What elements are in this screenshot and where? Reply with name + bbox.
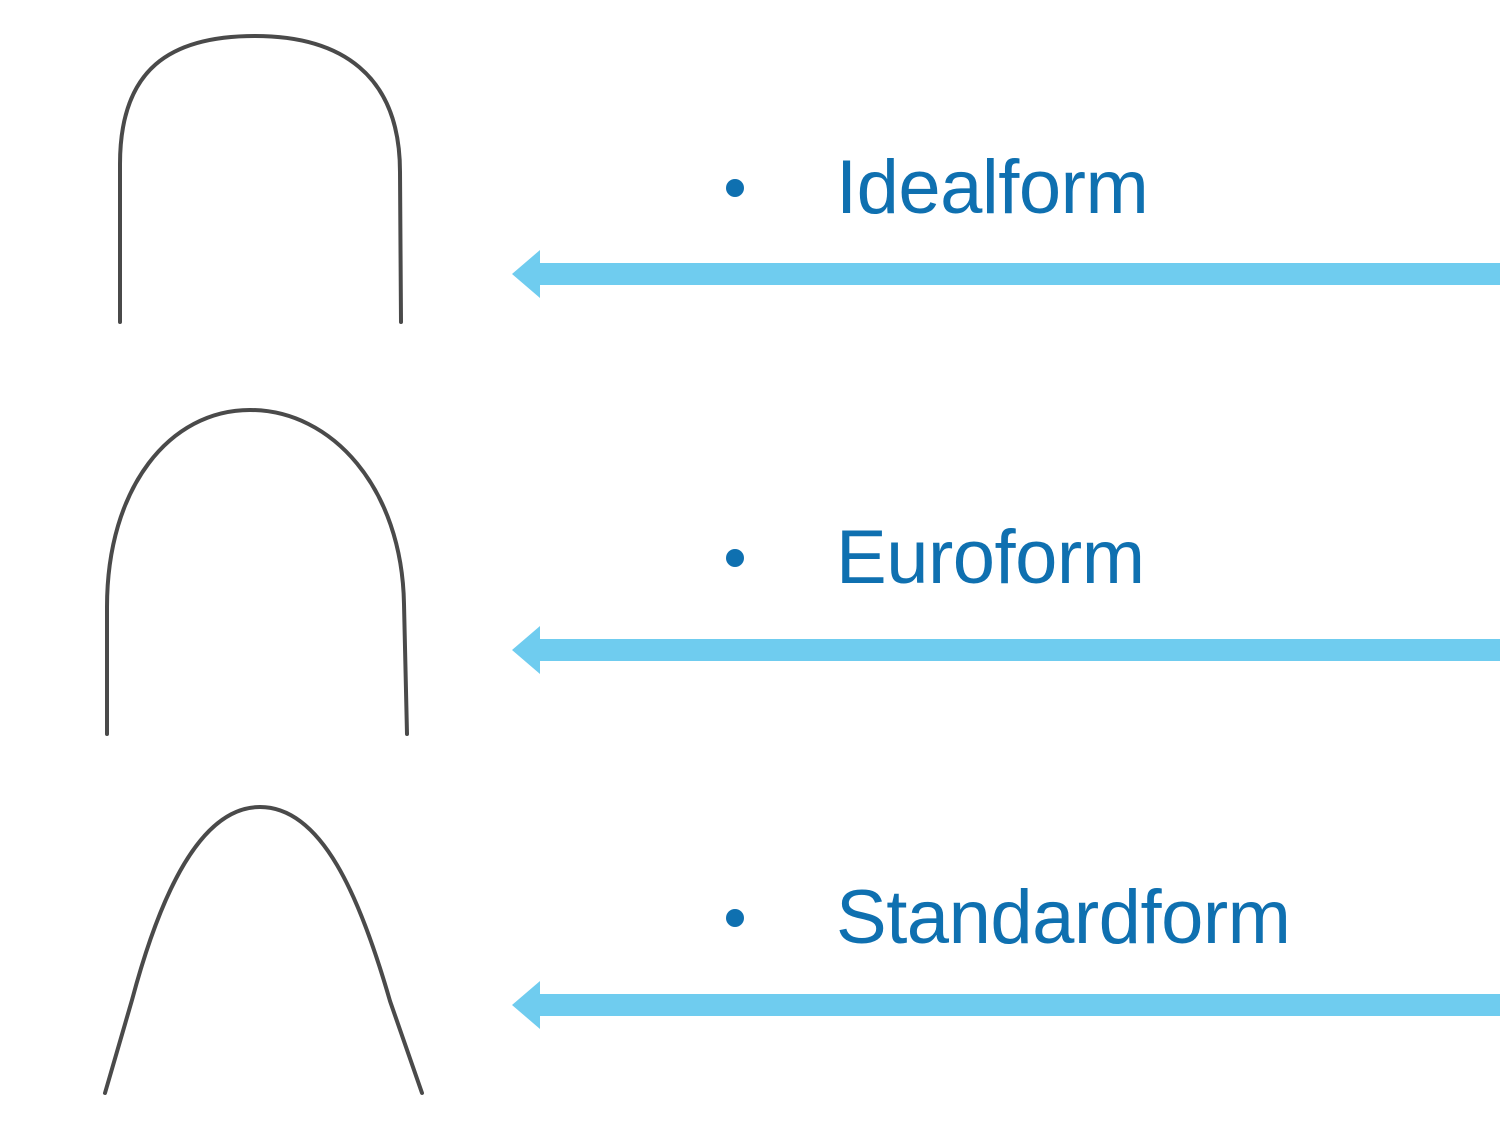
bullet-row-standardform: Standardform — [726, 873, 1291, 963]
archwire-euroform-figure — [60, 392, 480, 752]
archwire-euroform-icon — [105, 407, 409, 736]
bullet-dot-icon — [726, 179, 744, 197]
archwire-idealform-figure — [60, 14, 480, 344]
bullet-dot-icon — [726, 909, 744, 927]
archwire-label-euroform: Euroform — [836, 515, 1145, 600]
archwire-idealform-icon — [118, 33, 403, 324]
archwire-label-standardform: Standardform — [836, 875, 1291, 960]
left-arrow-icon — [512, 981, 1500, 1029]
left-arrow-icon — [512, 626, 1500, 674]
archwire-standardform-icon — [103, 804, 424, 1095]
bullet-row-idealform: Idealform — [726, 143, 1149, 233]
left-arrow-icon — [512, 250, 1500, 298]
bullet-dot-icon — [726, 549, 744, 567]
flow-arrow-standardform — [508, 979, 1500, 1031]
archwire-label-idealform: Idealform — [836, 145, 1149, 230]
flow-arrow-idealform — [508, 248, 1500, 300]
bullet-row-euroform: Euroform — [726, 513, 1145, 603]
flow-arrow-euroform — [508, 624, 1500, 676]
archwire-standardform-figure — [60, 785, 480, 1110]
